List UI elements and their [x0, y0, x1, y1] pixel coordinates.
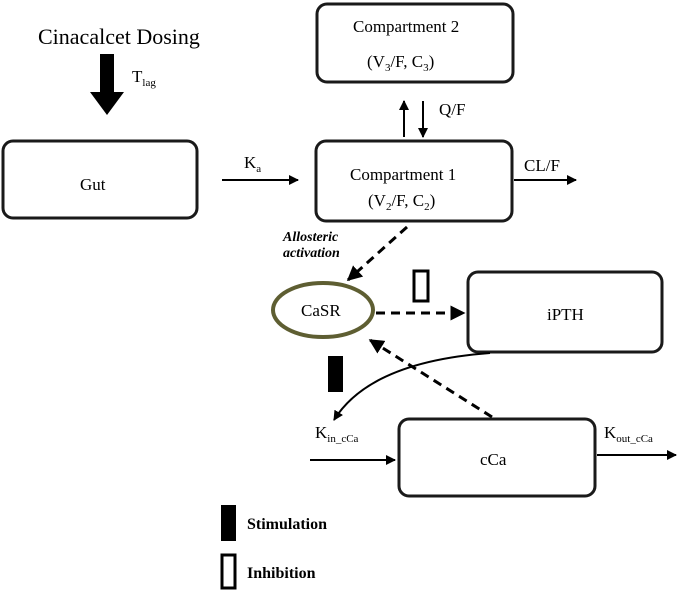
qf-label: Q/F: [439, 100, 465, 119]
legend-stimulation-swatch: [221, 505, 236, 541]
ipth-box: [466, 270, 664, 354]
tlag-label: Tlag: [132, 67, 156, 89]
allosteric-activation-arrow: [346, 225, 409, 282]
legend-stimulation-label: Stimulation: [247, 516, 327, 533]
stimulation-marker: [328, 356, 343, 392]
legend-inhibition-swatch: [220, 553, 237, 590]
allosteric-line2: activation: [283, 246, 340, 261]
compartment-1-box: [314, 139, 514, 223]
ipth-to-kin-arrow: [333, 352, 491, 421]
gut-box: [1, 139, 199, 220]
cca-box: [397, 417, 597, 498]
casr-ellipse: [271, 281, 375, 339]
clf-label: CL/F: [524, 156, 560, 175]
compartment-2-title: Compartment 2: [353, 17, 459, 36]
kin-label: Kin_cCa: [315, 423, 359, 445]
inhibition-marker: [412, 269, 430, 303]
dosing-label: Cinacalcet Dosing: [38, 24, 200, 49]
cca-label: cCa: [480, 450, 507, 469]
legend-inhibition-label: Inhibition: [247, 565, 316, 582]
ka-label: Ka: [244, 153, 261, 175]
compartment-2-box: [315, 2, 515, 84]
kout-label: Kout_cCa: [604, 423, 653, 445]
cca-to-casr-arrow: [368, 338, 493, 419]
compartment-2-params: (V3/F, C3): [367, 52, 434, 74]
allosteric-line1: Allosteric: [282, 230, 339, 245]
compartment-1-title: Compartment 1: [350, 165, 456, 184]
dosing-arrow: [90, 54, 124, 115]
casr-label: CaSR: [301, 301, 341, 320]
gut-label: Gut: [80, 175, 106, 194]
ipth-label: iPTH: [547, 305, 584, 324]
compartment-1-params: (V2/F, C2): [368, 191, 435, 213]
